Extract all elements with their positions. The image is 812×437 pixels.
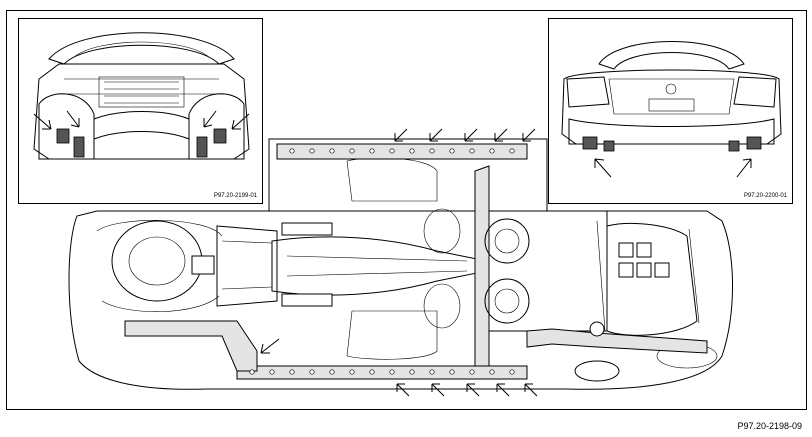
rail-holes-top <box>289 148 515 154</box>
arrow-icon <box>736 158 752 178</box>
rail-holes-bottom <box>249 369 515 375</box>
arrow-icon <box>231 113 250 130</box>
arrow-icon <box>394 128 408 142</box>
front-inset: P97.20-2199-01 <box>18 18 263 204</box>
arrow-icon <box>464 128 478 142</box>
arrow-icon <box>33 113 52 130</box>
arrow-icon <box>260 338 280 354</box>
arrow-icon <box>203 110 217 128</box>
arrow-icon <box>594 158 612 178</box>
rear-inset-drawing <box>561 41 782 178</box>
arrow-icon <box>396 383 410 397</box>
front-inset-drawing <box>33 32 250 160</box>
arrow-icon <box>522 128 536 142</box>
rear-inset: P97.20-2200-01 <box>548 18 793 204</box>
arrow-icon <box>431 383 445 397</box>
front-inset-code: P97.20-2199-01 <box>213 193 257 199</box>
arrow-icon <box>496 383 510 397</box>
rear-inset-code: P97.20-2200-01 <box>743 193 787 199</box>
arrow-icon <box>466 383 480 397</box>
arrow-icon <box>66 110 80 128</box>
arrow-icon <box>494 128 508 142</box>
arrow-icon <box>429 128 443 142</box>
arrow-icon <box>524 383 538 397</box>
underbody-drawing <box>68 128 733 397</box>
figure-code: P97.20-2198-09 <box>737 421 802 431</box>
